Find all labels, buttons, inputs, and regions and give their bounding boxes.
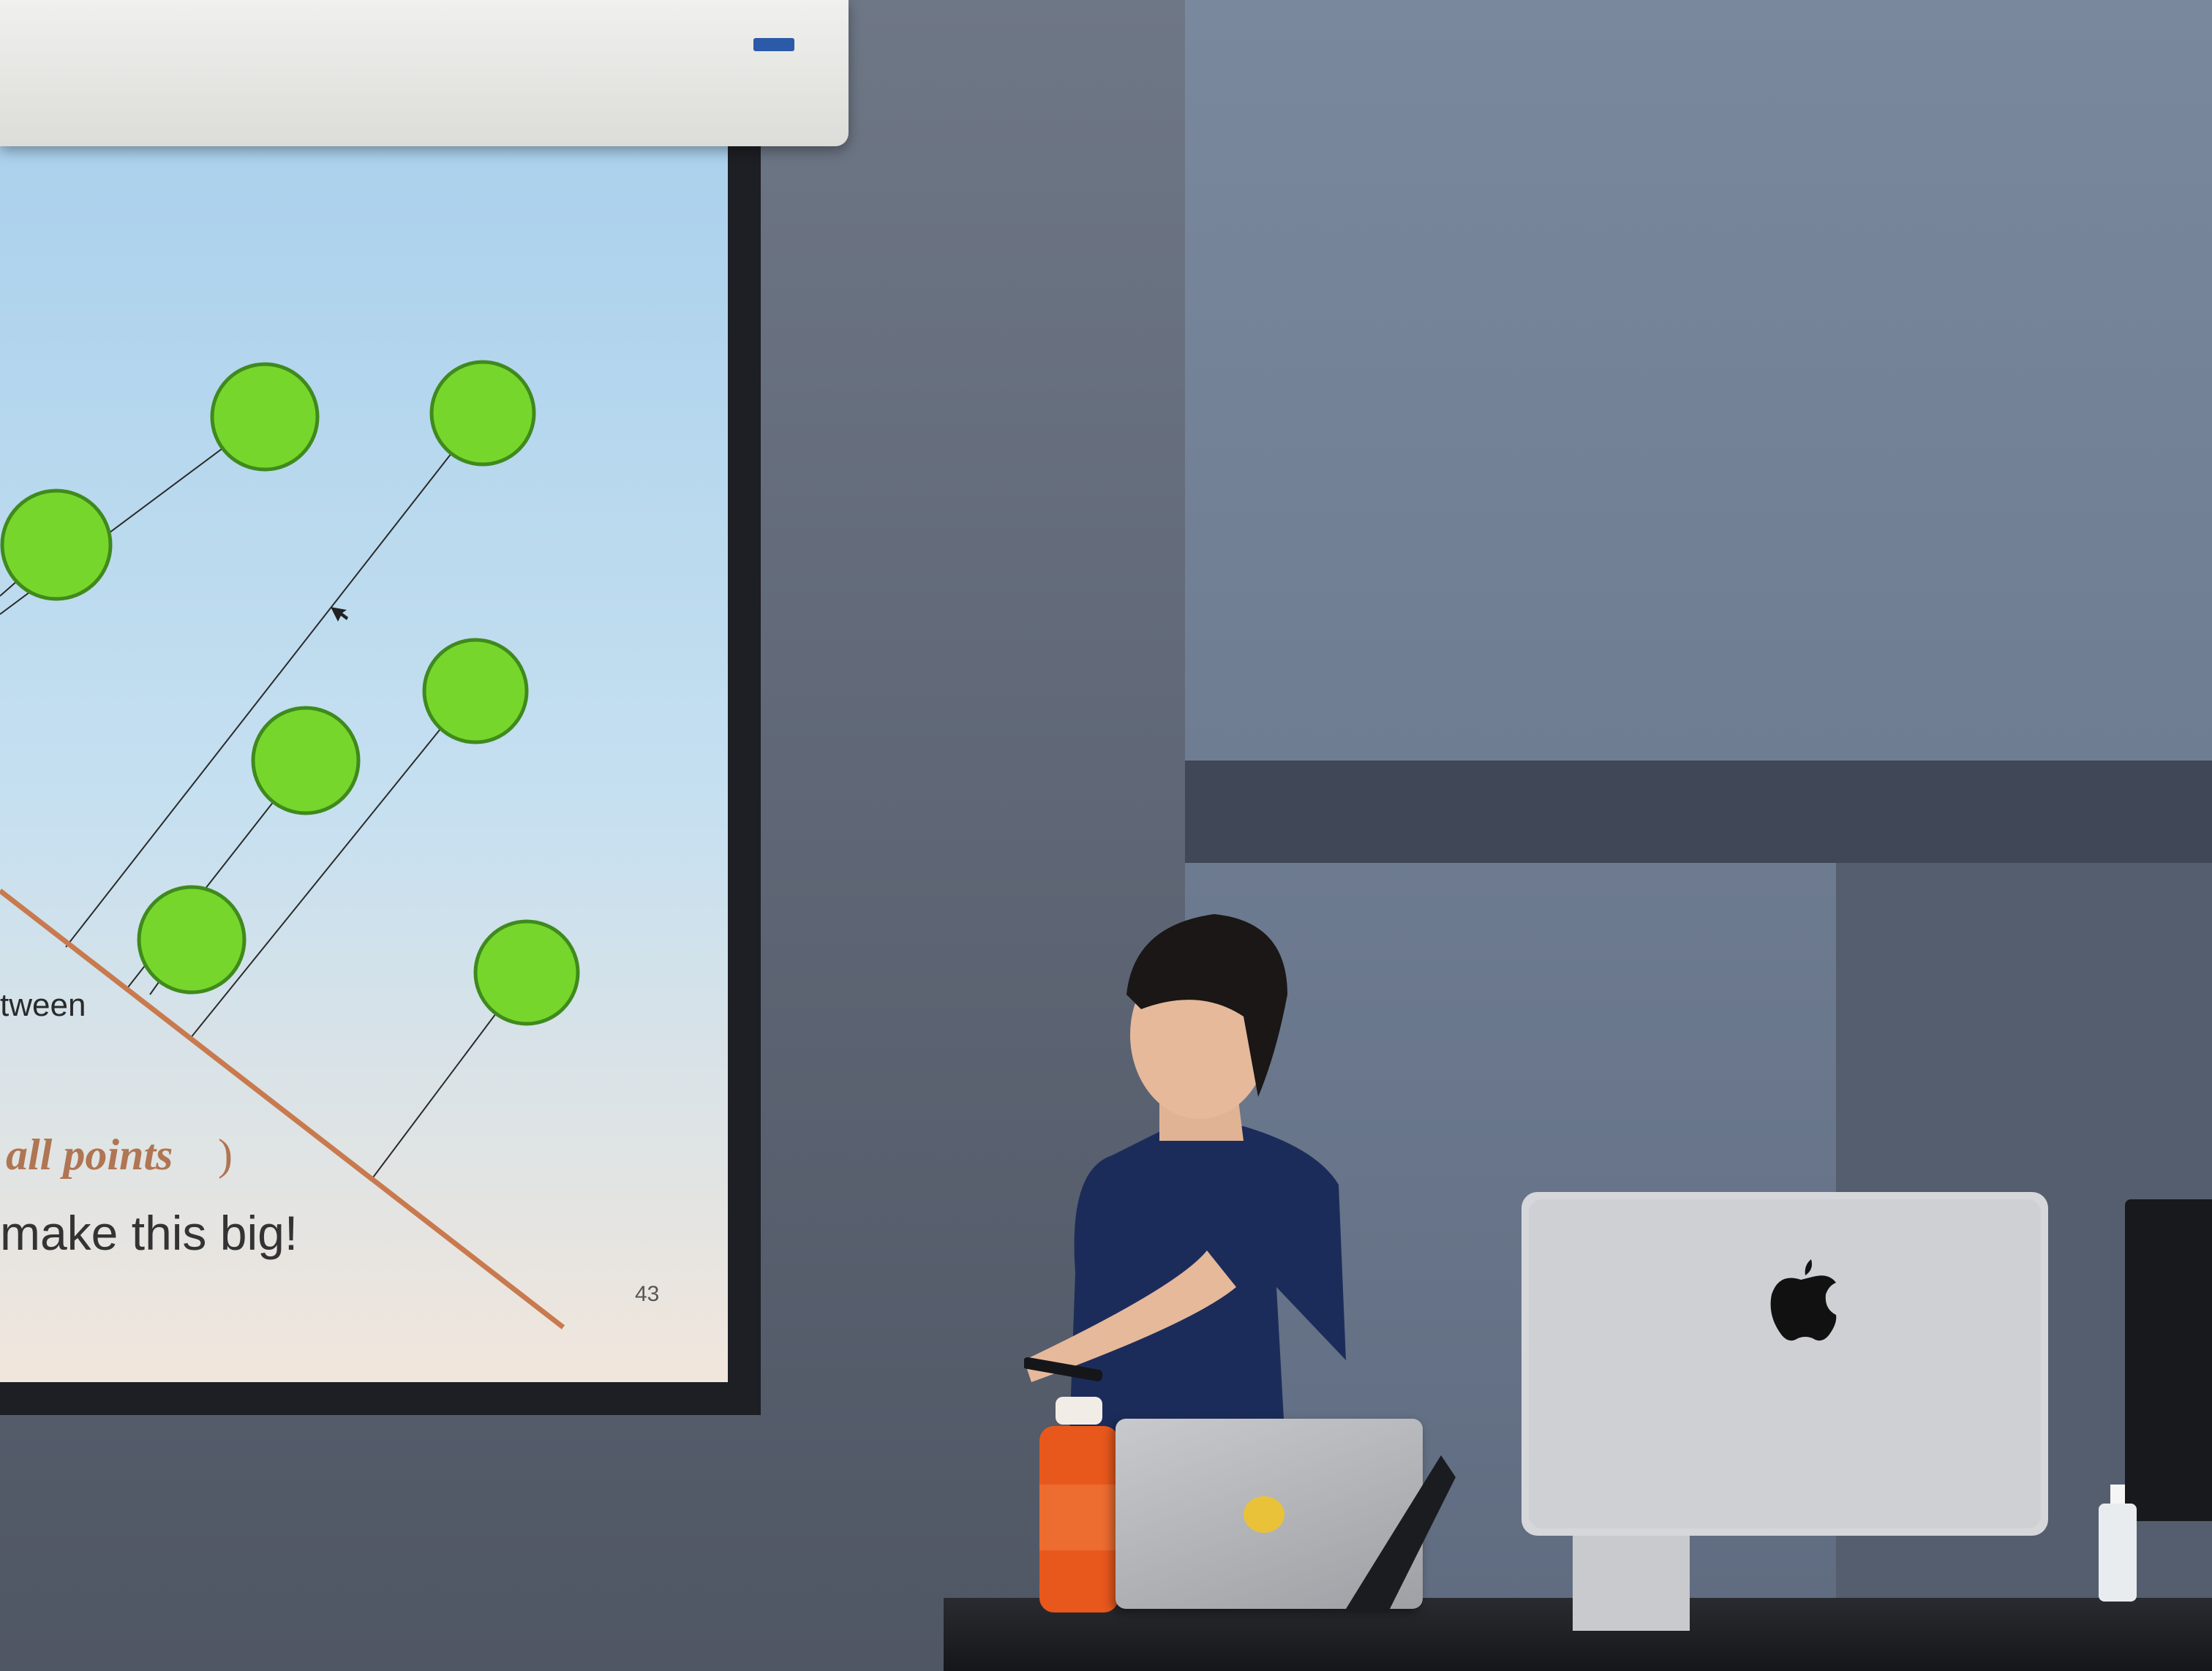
presentation-clicker xyxy=(1024,1357,1103,1381)
sanitizer-pump xyxy=(2110,1485,2125,1504)
apple-logo-icon xyxy=(1770,1259,1837,1341)
smiley-sticker-icon xyxy=(1244,1496,1284,1533)
data-point xyxy=(422,638,529,744)
bottle-highlight xyxy=(1039,1485,1118,1550)
slide-text-between: tween xyxy=(0,987,86,1023)
slide-text-make-big: make this big! xyxy=(0,1206,298,1260)
data-point xyxy=(251,706,361,815)
presenter-hair xyxy=(1126,914,1287,1097)
bottle-cap xyxy=(1056,1397,1102,1425)
distance-line xyxy=(65,412,484,948)
data-point xyxy=(473,919,580,1026)
mouse-cursor-icon xyxy=(331,607,348,622)
tablet-graphic xyxy=(1346,1455,1456,1609)
distance-line xyxy=(189,687,475,1039)
data-point xyxy=(210,362,320,472)
secondary-monitor xyxy=(2125,1199,2212,1521)
desktop-monitor xyxy=(1521,1192,2048,1631)
monitor-panel xyxy=(1529,1199,2041,1528)
projector-screen-housing xyxy=(0,0,849,146)
sanitizer-body xyxy=(2099,1504,2137,1602)
separating-hyperplane xyxy=(0,889,565,1329)
presenter-arm xyxy=(1024,1251,1236,1382)
monitor-graphic xyxy=(1521,1192,2048,1631)
tablet-stand xyxy=(1339,1455,1456,1616)
data-point xyxy=(137,885,247,995)
tablet-body xyxy=(1346,1455,1456,1609)
water-bottle xyxy=(1035,1397,1123,1616)
water-bottle-graphic xyxy=(1039,1397,1118,1612)
soffit-underside xyxy=(1185,761,2212,863)
slide-graphic xyxy=(0,110,728,1382)
data-points xyxy=(0,360,580,1026)
slide-background xyxy=(0,110,728,1382)
presentation-slide: tween all points ) make this big! 43 xyxy=(0,110,728,1382)
data-point xyxy=(0,489,113,601)
slide-page-number: 43 xyxy=(635,1282,660,1306)
slide-text-paren: ) xyxy=(218,1131,233,1179)
sanitizer-bottle xyxy=(2096,1485,2140,1602)
slide-text-all-points: all points xyxy=(6,1131,173,1179)
sanitizer-graphic xyxy=(2099,1485,2137,1602)
housing-brand-label xyxy=(753,38,794,51)
data-point xyxy=(429,360,536,467)
